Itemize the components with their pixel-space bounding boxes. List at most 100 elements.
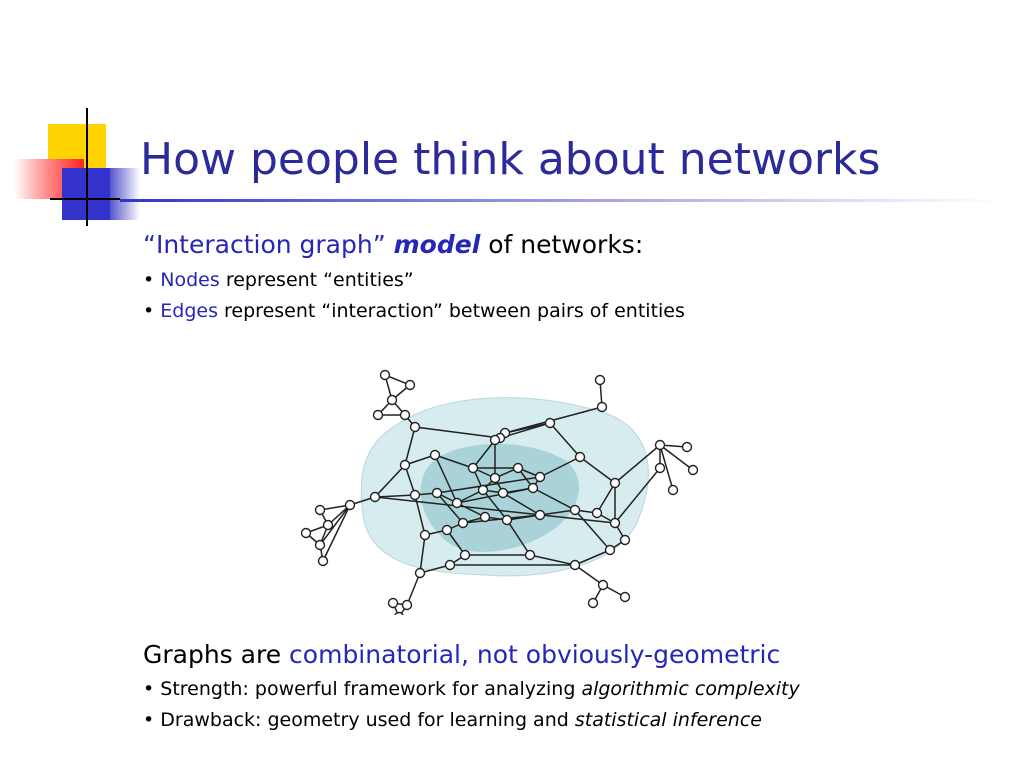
graph-node (596, 401, 608, 413)
graph-node (409, 421, 421, 433)
bullet-strength-text: Strength: powerful framework for analyzi… (160, 678, 576, 700)
graph-edge (322, 504, 351, 562)
graph-node (654, 439, 666, 451)
graph-node (544, 417, 556, 429)
bullet-drawback-text: Drawback: geometry used for learning and (160, 709, 569, 731)
graph-edge (374, 464, 406, 498)
bullet-marker: • (143, 678, 155, 700)
graph-edge (579, 456, 616, 484)
graph-node (429, 449, 441, 461)
graph-edge (462, 514, 541, 524)
bullet-marker: • (143, 709, 155, 731)
bullet-nodes-text: represent “entities” (225, 269, 414, 291)
graph-edge (456, 487, 534, 504)
graph-edge (436, 492, 464, 524)
graph-edge (404, 464, 416, 496)
slide-title: How people think about networks (140, 134, 881, 185)
section2-heading: Graphs are combinatorial, not obviously-… (143, 640, 780, 669)
graph-node (419, 529, 431, 541)
graph-node (594, 374, 606, 386)
emph-algorithmic-complexity: algorithmic complexity (581, 678, 800, 700)
graph-node (409, 489, 421, 501)
graph-node (667, 484, 679, 496)
graph-node (604, 544, 616, 556)
graph-node (451, 497, 463, 509)
graph-node (534, 471, 546, 483)
graph-node (404, 379, 416, 391)
emph-statistical-inference: statistical inference (574, 709, 762, 731)
graph-node (314, 539, 326, 551)
graph-edge (539, 509, 576, 516)
graph-node (401, 599, 413, 611)
term-nodes: Nodes (160, 269, 220, 291)
graph-node (322, 519, 334, 531)
bullet-edges: • Edges represent “interaction” between … (143, 300, 685, 322)
graph-edge (574, 549, 611, 566)
graph-node (609, 517, 621, 529)
graph-edge (532, 487, 576, 511)
graph-node (477, 484, 489, 496)
bullet-strength: • Strength: powerful framework for analy… (143, 678, 800, 700)
graph-edge (404, 426, 416, 466)
graph-node (574, 451, 586, 463)
graph-node (489, 434, 501, 446)
graph-node (619, 591, 631, 603)
graph-node (512, 462, 524, 474)
graph-node (501, 514, 513, 526)
graph-edge (434, 454, 474, 469)
graph-edge (502, 492, 541, 516)
graph-edge (596, 482, 616, 514)
graph-node (591, 507, 603, 519)
graph-node (431, 487, 443, 499)
graph-node (387, 597, 399, 609)
graph-node (687, 464, 699, 476)
graph-node (479, 511, 491, 523)
graph-node (569, 504, 581, 516)
graph-edge (659, 444, 694, 471)
graph-node (569, 559, 581, 571)
graph-node (597, 579, 609, 591)
bullet-nodes: • Nodes represent “entities” (143, 269, 414, 291)
graph-node (524, 549, 536, 561)
graph-edge (549, 422, 581, 458)
graph-edge (434, 454, 458, 504)
graph-node (394, 611, 404, 615)
graph-node (379, 369, 391, 381)
graph-node (459, 549, 471, 561)
bullet-marker: • (143, 300, 155, 322)
graph-node (457, 517, 469, 529)
graph-node (317, 555, 329, 567)
term-edges: Edges (160, 300, 218, 322)
graph-node (534, 509, 546, 521)
graph-node (444, 559, 456, 571)
graph-node (386, 394, 398, 406)
graph-node (587, 597, 599, 609)
graph-node (527, 482, 539, 494)
graph-edge (374, 494, 416, 498)
graph-node (344, 499, 356, 511)
graph-edge (374, 496, 616, 524)
graph-edge (472, 439, 496, 469)
graph-edge (529, 554, 576, 566)
bullet-drawback: • Drawback: geometry used for learning a… (143, 709, 762, 731)
graph-edge (539, 456, 581, 478)
graph-edge (574, 509, 611, 551)
graph-edge (406, 572, 421, 606)
graph-edge (414, 494, 426, 536)
bullet-marker: • (143, 269, 155, 291)
graph-node (609, 477, 621, 489)
network-graph-illustration (300, 369, 699, 615)
graph-node (467, 462, 479, 474)
graph-node (399, 409, 411, 421)
heading-interaction-graph: “Interaction graph” (143, 230, 386, 259)
graph-edge (482, 489, 508, 521)
graph-node (414, 567, 426, 579)
graph-edge (614, 444, 661, 484)
graph-node (619, 534, 631, 546)
section1-heading: “Interaction graph” model of networks: (143, 230, 643, 259)
graph-edge (659, 444, 674, 491)
heading-graphs-are: Graphs are (143, 640, 282, 669)
heading-model: model (393, 230, 481, 259)
graph-node (654, 462, 666, 474)
graph-edge (414, 426, 501, 439)
